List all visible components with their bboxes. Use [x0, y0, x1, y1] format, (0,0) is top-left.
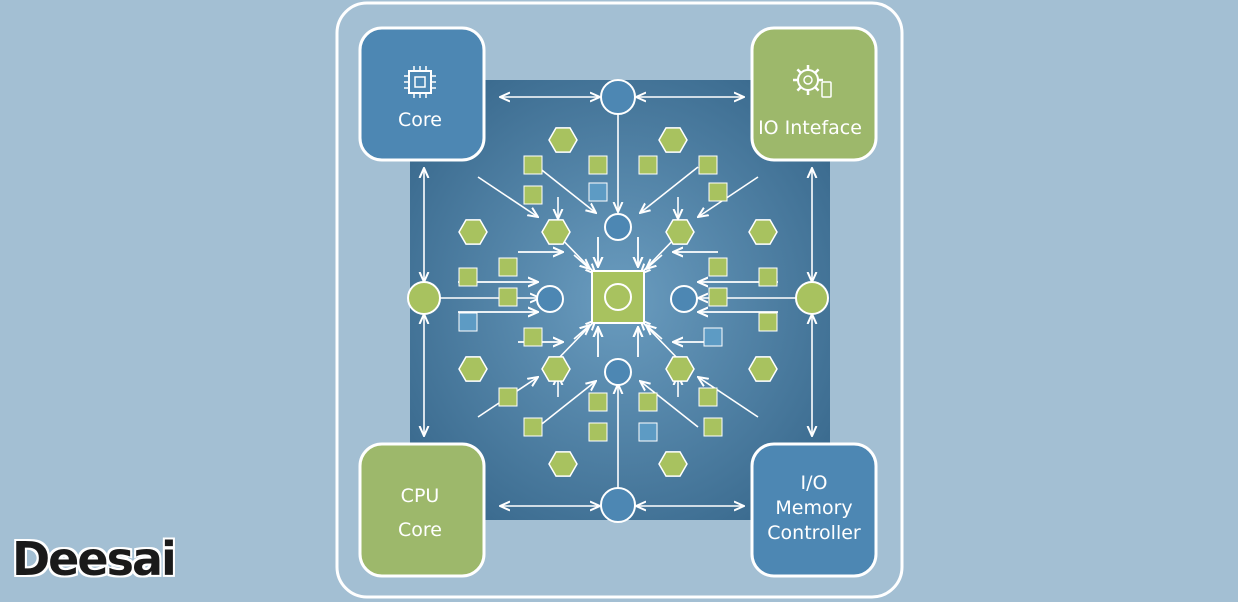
hexagon-node: [665, 219, 695, 245]
cpu-core-label: Core: [398, 519, 442, 541]
controller-label: Controller: [767, 522, 861, 544]
square-node: [523, 417, 543, 437]
cpu-label: CPU: [401, 485, 440, 507]
square-node: [698, 387, 718, 407]
square-node: [703, 327, 723, 347]
deesai-watermark: Deesai: [12, 532, 177, 586]
square-node: [708, 182, 728, 202]
circle-node: [407, 281, 441, 315]
square-node: [638, 392, 658, 412]
hexagon-node: [658, 127, 688, 153]
connector-arrow: [537, 381, 596, 428]
square-node: [708, 257, 728, 277]
hexagon-node: [458, 219, 488, 245]
hexagon-node: [665, 356, 695, 382]
square-node: [708, 287, 728, 307]
hexagon-node: [548, 451, 578, 477]
square-node: [523, 155, 543, 175]
connector-arrow: [537, 166, 596, 213]
square-node: [588, 422, 608, 442]
square-node: [638, 422, 658, 442]
cpu-chip-icon: [404, 66, 436, 98]
circle-node: [795, 281, 829, 315]
square-node: [498, 257, 518, 277]
square-node: [498, 387, 518, 407]
io-interface-node: IO Inteface: [750, 26, 878, 162]
hexagon-node: [658, 451, 688, 477]
square-node: [698, 155, 718, 175]
square-node: [498, 287, 518, 307]
hexagon-node: [541, 219, 571, 245]
square-node: [758, 312, 778, 332]
border-connections: [407, 79, 829, 523]
network-mesh: [440, 114, 796, 488]
circle-node: [604, 283, 632, 311]
square-node: [588, 182, 608, 202]
circle-node: [670, 285, 698, 313]
square-node: [638, 155, 658, 175]
connector-arrow: [573, 254, 590, 269]
circle-node: [536, 285, 564, 313]
hexagon-node: [458, 356, 488, 382]
circle-node: [600, 79, 636, 115]
core-node: Core: [358, 26, 486, 162]
connector-arrow: [640, 381, 699, 428]
memory-label: Memory: [775, 497, 852, 519]
io-memory-controller-node: I/O Memory Controller: [750, 442, 878, 578]
connector-arrow: [640, 166, 699, 213]
gear-device-icon: [793, 65, 832, 98]
square-node: [458, 267, 478, 287]
hexagon-node: [548, 127, 578, 153]
hexagon-node: [541, 356, 571, 382]
square-node: [703, 417, 723, 437]
circle-node: [604, 358, 632, 386]
square-node: [523, 185, 543, 205]
connector-arrow: [646, 325, 663, 340]
io-interface-label: IO Inteface: [758, 117, 862, 139]
square-node: [588, 392, 608, 412]
square-node: [758, 267, 778, 287]
connector-arrow: [698, 176, 759, 217]
square-node: [523, 327, 543, 347]
connector-arrow: [573, 325, 590, 340]
square-node: [458, 312, 478, 332]
cpu-core-node: CPU Core: [358, 442, 486, 578]
hexagon-node: [748, 219, 778, 245]
io-label: I/O: [801, 472, 828, 494]
connector-arrow: [698, 377, 759, 418]
circle-node: [604, 213, 632, 241]
connector-arrow: [477, 176, 538, 217]
core-label: Core: [398, 109, 442, 131]
hexagon-node: [748, 356, 778, 382]
square-node: [588, 155, 608, 175]
circle-node: [600, 487, 636, 523]
connector-arrow: [646, 254, 663, 269]
